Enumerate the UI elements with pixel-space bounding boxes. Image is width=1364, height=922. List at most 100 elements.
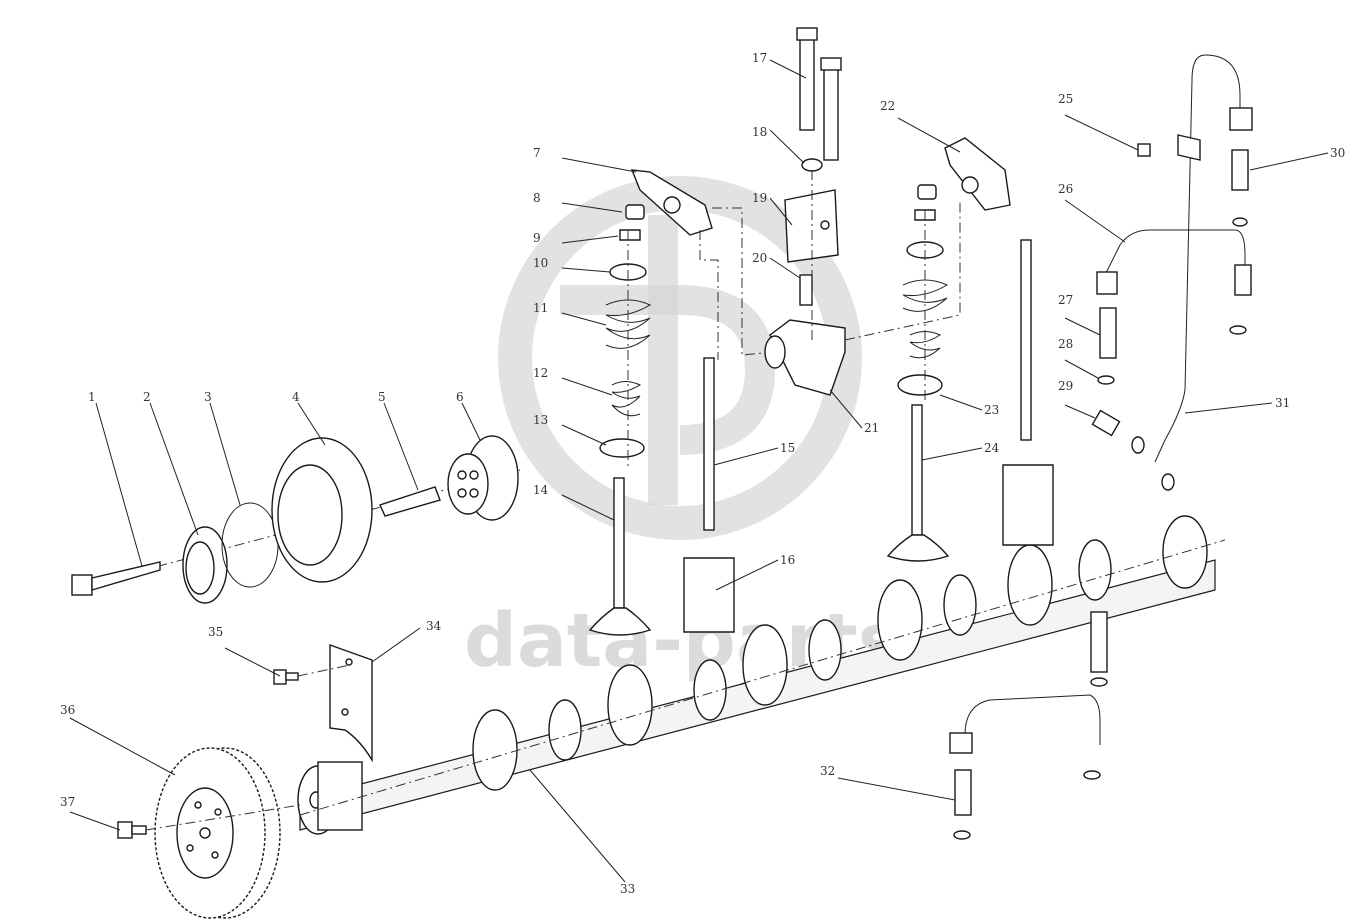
pulley-bolt-shank <box>91 561 161 591</box>
callout-32: 32 <box>820 764 835 778</box>
callout-37: 37 <box>60 795 75 809</box>
callout-6: 6 <box>456 390 464 404</box>
exhaust-outer-spring <box>902 279 949 312</box>
callout-16: 16 <box>780 553 795 567</box>
support-washer <box>801 158 823 172</box>
fuel-nut-lower <box>949 732 973 754</box>
camshaft-lobe-8 <box>943 574 977 636</box>
watermark-logo-curve <box>560 285 776 455</box>
callout-17: 17 <box>752 51 767 65</box>
thrust-plate <box>329 644 373 763</box>
camshaft-lobe-7 <box>877 579 923 661</box>
intake-valve-head <box>588 607 652 636</box>
fuel-washer-lower-top <box>1090 677 1108 687</box>
callout-28: 28 <box>1058 337 1073 351</box>
thrust-plate-hole-2 <box>341 708 349 716</box>
rocker-pushrod-axis <box>699 230 719 360</box>
gear-center-hole <box>199 827 211 839</box>
hub-hole-3 <box>457 488 467 498</box>
callout-29: 29 <box>1058 379 1073 393</box>
fuel-washer-30 <box>1232 217 1248 227</box>
callout-34: 34 <box>426 619 442 633</box>
pushrod-left <box>703 357 715 531</box>
inner-spring <box>611 381 642 417</box>
camshaft-lobe-2 <box>548 699 582 761</box>
adjust-screw <box>799 274 813 306</box>
camshaft-axis <box>299 539 1226 816</box>
callout-11: 11 <box>533 301 548 315</box>
watermark: data-parts <box>464 176 902 684</box>
gear-bolt-hole-3 <box>186 844 194 852</box>
callout-3: 3 <box>204 390 212 404</box>
rocker-arm-right <box>944 137 1011 211</box>
callout-10: 10 <box>533 256 548 270</box>
support-bolt-1-head <box>796 27 818 41</box>
camshaft-lobe-6 <box>808 619 842 681</box>
fuel-pipe-middle <box>1104 229 1246 290</box>
callout-9: 9 <box>533 231 541 245</box>
leader-lines <box>69 59 1329 883</box>
intake-valve-train <box>588 169 796 636</box>
camshaft-gear <box>154 747 281 919</box>
callout-13: 13 <box>533 413 548 427</box>
fuel-banjo-29 <box>1091 409 1121 437</box>
callout-25: 25 <box>1058 92 1073 106</box>
gear-bolt <box>117 804 301 839</box>
exhaust-inner-spring <box>909 331 942 359</box>
exhaust-valve-stem <box>911 404 923 536</box>
thrust-plate-hole-1 <box>345 658 353 666</box>
hub-face <box>447 453 489 515</box>
bearing-inner <box>277 464 343 566</box>
front-pulley-assembly <box>71 435 521 604</box>
callout-22: 22 <box>880 99 895 113</box>
callout-14: 14 <box>533 483 549 497</box>
gear-bolt-axis <box>145 804 301 831</box>
thrust-plate-screw <box>273 664 351 685</box>
fuel-fitting-30 <box>1231 149 1249 191</box>
callout-30: 30 <box>1330 146 1345 160</box>
callout-2: 2 <box>143 390 151 404</box>
camshaft-lobe-9 <box>1007 544 1053 626</box>
rocker-shaft-end <box>764 335 786 369</box>
spring-seat <box>599 438 645 458</box>
thrust-plate-body <box>329 644 373 763</box>
callout-20: 20 <box>752 251 767 265</box>
fuel-washer-28 <box>1097 375 1115 385</box>
fuel-washer-32 <box>953 830 971 840</box>
rocker-shaft-axis-right <box>844 200 961 341</box>
rocker-shaft-block <box>769 319 846 396</box>
camshaft-lobe-3 <box>607 664 653 746</box>
fuel-fitting-mid-right <box>1234 264 1252 296</box>
thrust-screw-shank <box>285 672 299 681</box>
camshaft-lobe-1 <box>472 709 518 791</box>
fuel-pipe-lower <box>964 694 1101 745</box>
gear-bolt-shank <box>131 825 147 835</box>
callout-labels: 1 2 3 4 5 6 7 8 9 10 11 12 13 14 15 16 1… <box>60 51 1345 896</box>
fuel-clamp-bolt <box>1137 143 1151 157</box>
shaft-pin <box>379 486 441 517</box>
callout-15: 15 <box>780 441 795 455</box>
hub-hole-4 <box>469 488 479 498</box>
callout-5: 5 <box>378 390 386 404</box>
tappet-right <box>1002 464 1054 546</box>
callout-1: 1 <box>88 390 96 404</box>
gear-bolt-hole-2 <box>211 851 219 859</box>
fuel-lines <box>949 54 1253 840</box>
bracket-hole <box>820 220 830 230</box>
gear-bolt-hole-1 <box>194 801 202 809</box>
gear-bolt-hole-4 <box>214 808 222 816</box>
callout-31: 31 <box>1275 396 1290 410</box>
callout-7: 7 <box>533 146 541 160</box>
callout-4: 4 <box>292 390 300 404</box>
callout-8: 8 <box>533 191 541 205</box>
rocker-supports <box>764 27 846 396</box>
fuel-fitting-32 <box>954 769 972 816</box>
callout-12: 12 <box>533 366 548 380</box>
camshaft-front-hub <box>317 761 363 831</box>
fuel-washer-mid-right <box>1229 325 1247 335</box>
callout-19: 19 <box>752 191 767 205</box>
thrust-screw-head <box>273 669 287 685</box>
thrust-screw-axis <box>297 664 351 677</box>
camshaft-lobe-10 <box>1078 539 1112 601</box>
valve-cap <box>625 204 645 220</box>
